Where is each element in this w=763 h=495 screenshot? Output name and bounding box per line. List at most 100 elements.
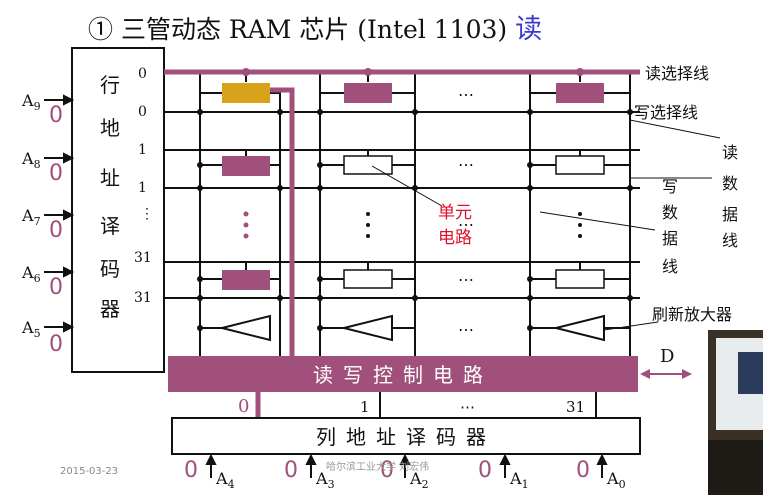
data-port-label: D xyxy=(660,346,674,367)
svg-text:⋯: ⋯ xyxy=(458,215,474,234)
address-bit: 0 xyxy=(184,458,198,483)
cell-active xyxy=(556,83,604,103)
horizontal-ellipsis: ⋯ ⋯ ⋯ ⋯ ⋯ xyxy=(458,85,474,339)
footer-date: 2015-03-23 xyxy=(60,466,118,477)
address-bit: 0 xyxy=(49,275,63,300)
column-address-arrows xyxy=(205,453,608,478)
refresh-amplifier xyxy=(555,314,605,342)
refresh-amplifier xyxy=(221,314,271,342)
refresh-amplifier xyxy=(343,314,393,342)
row-decoder-box xyxy=(71,47,165,373)
svg-text:⋯: ⋯ xyxy=(458,155,474,174)
cell xyxy=(555,269,605,289)
data-port-arrow-left xyxy=(640,369,650,379)
column-numbers: 0 1 ⋯ 31 xyxy=(238,396,585,417)
row-address-bits: 0 0 0 0 0 xyxy=(49,103,63,357)
address-bit: 0 xyxy=(478,458,492,483)
select-lines xyxy=(164,111,640,299)
leader-line xyxy=(539,211,656,231)
label-char: 数 xyxy=(722,174,738,193)
refresh-amplifiers xyxy=(200,314,630,342)
address-label-a6: A6 xyxy=(21,263,41,285)
title-text: ① 三管动态 RAM 芯片 (Intel 1103) 读 xyxy=(88,14,542,45)
row-address-inputs xyxy=(44,94,75,333)
label-char: 数 xyxy=(662,203,678,222)
cell-connectors xyxy=(200,72,630,280)
label-char: 读 xyxy=(722,143,738,162)
write-select-label: 写选择线 xyxy=(634,103,698,122)
data-port-arrow-right xyxy=(682,369,692,379)
address-label-a5: A5 xyxy=(21,318,41,340)
svg-text:⋯: ⋯ xyxy=(458,85,474,104)
address-bit: 0 xyxy=(49,103,63,128)
address-label-a8: A8 xyxy=(21,149,41,171)
row-decoder-char: 器 xyxy=(100,297,120,321)
video-overlay xyxy=(708,330,763,495)
leader-line xyxy=(603,321,659,331)
address-label-a7: A7 xyxy=(21,206,41,228)
address-label-a9: A9 xyxy=(21,91,41,113)
active-junctions xyxy=(242,68,584,76)
selected-cell xyxy=(222,83,270,103)
column-data-lines xyxy=(199,72,631,356)
svg-text:⋯: ⋯ xyxy=(458,320,474,339)
cell xyxy=(555,155,605,175)
read-data-line-label: 读 数 据 线 xyxy=(722,143,738,250)
cell-circuit-label: 单元 电路 xyxy=(438,203,472,248)
column-number: 31 xyxy=(566,398,585,416)
leader-line xyxy=(629,119,721,139)
column-address-bits: 0 0 0 0 0 xyxy=(184,458,590,483)
row-number: 0 xyxy=(138,104,147,120)
leader-line xyxy=(371,165,443,207)
cell-column0 xyxy=(222,156,270,176)
row-number: 31 xyxy=(134,290,152,306)
address-bit: 0 xyxy=(49,332,63,357)
refresh-amp-label: 刷新放大器 xyxy=(652,305,732,324)
label-char: 写 xyxy=(662,177,678,196)
row-decoder-char: 址 xyxy=(100,166,120,190)
read-data-path xyxy=(270,87,295,356)
cell-column0 xyxy=(222,270,270,290)
rw-control-label: 读写控制电路 xyxy=(313,363,493,387)
write-data-line-label: 写 数 据 线 xyxy=(662,177,678,276)
row-decoder-label: 行 地 址 译 码 器 xyxy=(100,73,120,321)
column-select-lines xyxy=(255,392,597,418)
row-numbers: 0 0 1 1 ⋮ 31 31 xyxy=(134,66,154,306)
svg-text:⋯: ⋯ xyxy=(458,270,474,289)
read-select-label: 读选择线 xyxy=(645,64,709,83)
memory-cells xyxy=(222,83,605,290)
amp-dots xyxy=(197,325,533,331)
row-number: ⋮ xyxy=(140,206,154,222)
address-label-a4: A4 xyxy=(215,469,235,491)
row-number: 1 xyxy=(138,142,147,158)
address-label-a1: A1 xyxy=(509,469,529,491)
cell-label-line: 单元 xyxy=(438,203,472,223)
row-decoder-char: 行 xyxy=(100,73,120,97)
label-char: 据 xyxy=(662,229,678,248)
column-number: 0 xyxy=(238,396,249,417)
address-bit: 0 xyxy=(380,458,394,483)
column0-ellipsis xyxy=(243,211,249,239)
cell-active xyxy=(344,83,392,103)
row-number: 0 xyxy=(138,66,147,82)
address-bit: 0 xyxy=(49,218,63,243)
row-address-labels: A9 A8 A7 A6 A5 xyxy=(21,91,41,340)
column-number: 1 xyxy=(360,398,370,416)
label-char: 线 xyxy=(722,231,738,250)
column-decoder-box xyxy=(171,417,641,455)
title-highlight: 读 xyxy=(515,14,542,45)
column-number: ⋯ xyxy=(460,398,475,416)
row-decoder-char: 译 xyxy=(100,214,120,238)
row-number: 1 xyxy=(138,180,147,196)
rw-control-circuit xyxy=(168,356,638,392)
label-char: 据 xyxy=(722,205,738,224)
cell xyxy=(343,155,393,175)
row-decoder-char: 码 xyxy=(100,257,120,281)
label-char: 线 xyxy=(662,257,678,276)
footer-author: 哈尔滨工业大学 刘宏伟 xyxy=(326,460,429,473)
address-bit: 0 xyxy=(49,161,63,186)
row-decoder-char: 地 xyxy=(100,116,120,140)
cell-label-line: 电路 xyxy=(438,228,472,248)
